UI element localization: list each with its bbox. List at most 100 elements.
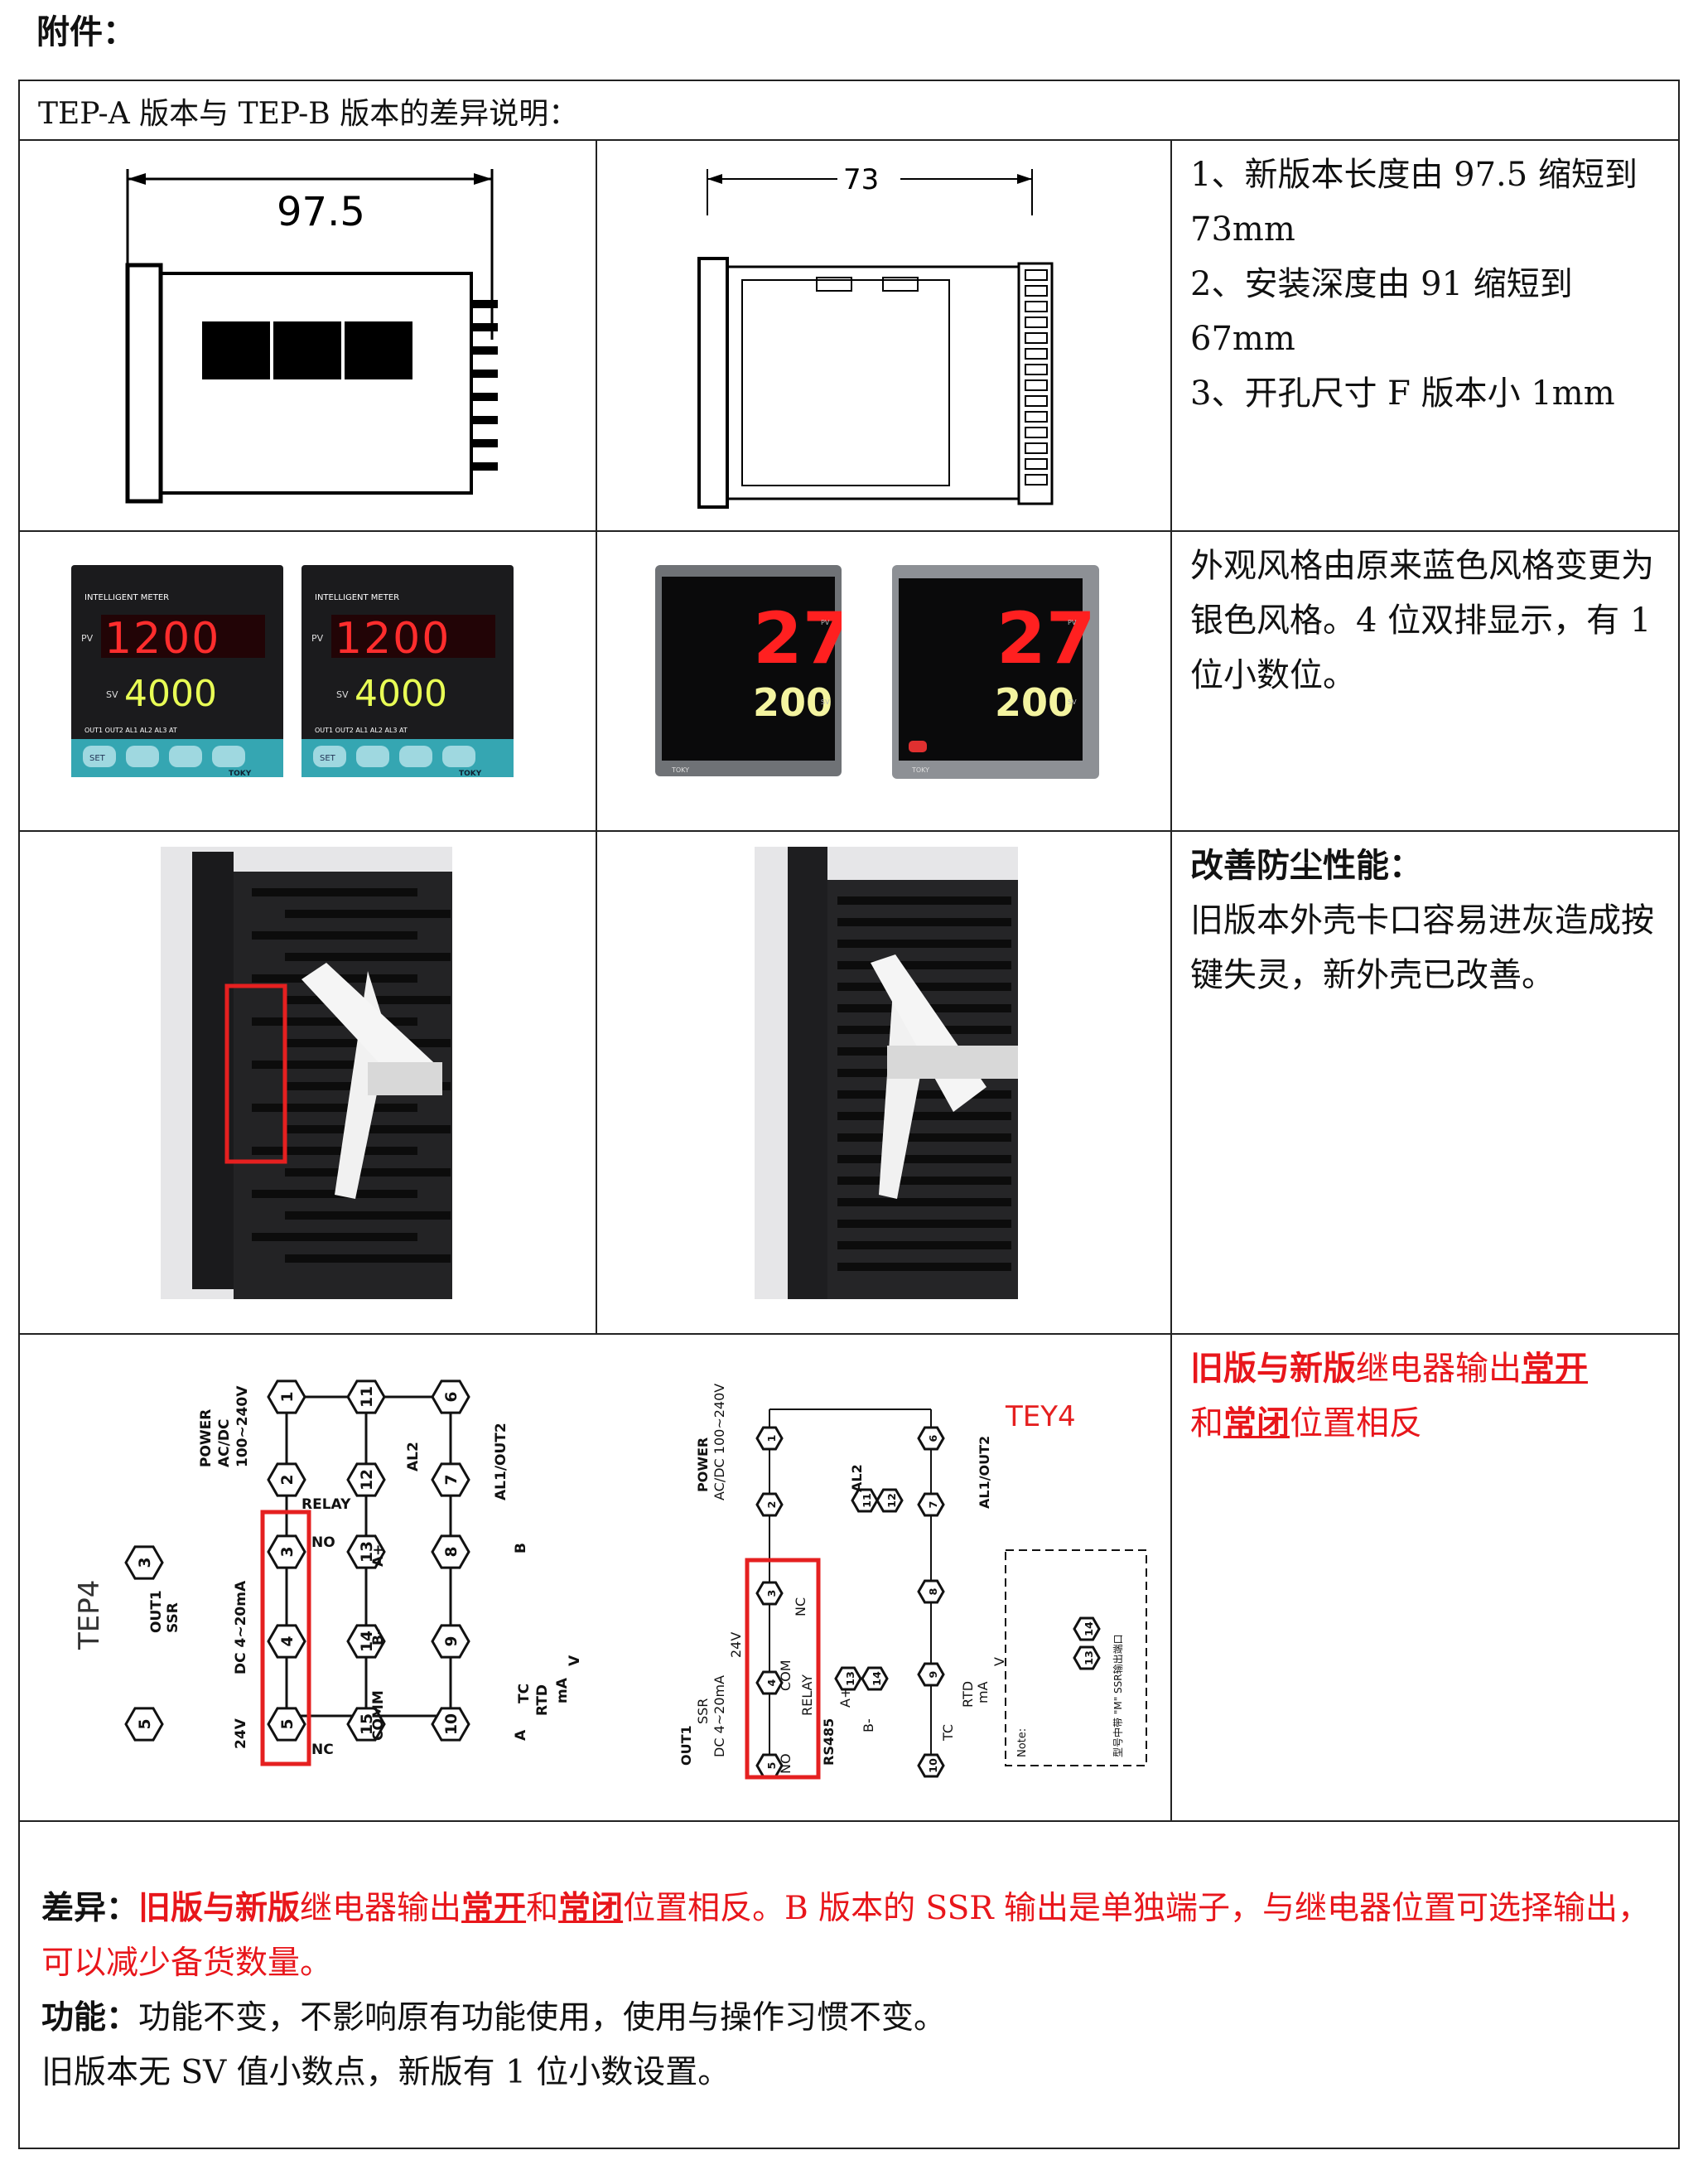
terminal-hexagon: 3 [267,1534,306,1569]
brand-label: TOKY [459,770,482,777]
difference-and: 和 [526,1890,559,1927]
meter-header: INTELLIGENT METER [84,593,169,602]
difference-label: 差异： [41,1890,139,1927]
sv-label: SV [336,689,349,700]
terminal-pin [1025,458,1048,470]
relay-label: RELAY [799,1674,815,1716]
terminal-pin [471,346,498,355]
terminal-hexagon: 5 [267,1707,306,1742]
svg-text:13: 13 [845,1671,857,1686]
svg-text:4: 4 [766,1679,779,1686]
terminal-hexagon: 13 [834,1666,862,1691]
vent-slot [252,1061,417,1069]
old-side-cell [18,830,597,1335]
svg-text:8: 8 [443,1546,461,1557]
new-dimension-drawing: 73 [697,166,1054,509]
vent-slot [837,1220,1011,1228]
note-text: 型号中带 "M" SSR输出端口 [1112,1634,1124,1757]
vent-slot [837,961,1011,969]
set-button-label: SET [89,754,106,763]
nc-label: NC [793,1597,808,1616]
terminal-hexagon: 1 [267,1379,306,1414]
svg-text:9: 9 [443,1636,461,1646]
v24-label: 24V [233,1718,249,1749]
svg-text:2: 2 [766,1501,779,1509]
summary-cell: 差异：旧版与新版继电器输出常开和常闭位置相反。B 版本的 SSR 输出是单独端子… [17,1820,1681,2149]
terminal-hexagon: 2 [755,1492,784,1517]
sv-label: SV [821,698,830,706]
svg-text:9: 9 [928,1670,940,1678]
svg-text:14: 14 [871,1671,884,1686]
old-length-label: 97.5 [277,189,365,235]
svg-text:8: 8 [928,1587,940,1595]
sv-display: 200 [753,680,832,725]
svg-text:4: 4 [279,1636,297,1646]
b-minus-label: B- [370,1629,387,1645]
svg-text:6: 6 [928,1434,940,1442]
difference-relay: 继电器输出 [300,1890,462,1927]
vent-slot [252,1104,417,1112]
vent-slot [252,931,417,940]
vent-slot [285,910,451,918]
set-button-label: SET [320,754,336,763]
function-paragraph: 功能：功能不变，不影响原有功能使用，使用与操作习惯不变。 [41,1991,1657,2046]
terminal-hexagon: 9 [431,1624,470,1659]
terminal-hexagon: 14 [346,1624,386,1659]
dimension-notes: 1、新版本长度由 97.5 缩短到 73mm 2、安装深度由 91 缩短到 67… [1170,139,1681,532]
tc-label: TC [516,1684,533,1703]
terminal-hexagon: 4 [267,1624,306,1659]
rtd-label: RTD [960,1681,976,1708]
pv-display: 1200 [104,614,220,664]
v-label: V [567,1655,583,1666]
dc-label: DC 4~20mA [233,1580,249,1674]
ma-label: mA [975,1681,991,1703]
vent-slot [837,1133,1011,1142]
terminal-pin [1025,316,1048,328]
difference-paragraph: 差异：旧版与新版继电器输出常开和常闭位置相反。B 版本的 SSR 输出是单独端子… [41,1882,1657,1991]
relay-note-no: 常开 [1522,1350,1588,1388]
svg-text:11: 11 [359,1386,376,1408]
pv-label: PV [821,619,830,626]
terminal-pin [471,300,498,308]
difference-red: 旧版与新版 [138,1890,301,1927]
svg-text:5: 5 [279,1718,297,1729]
vent-slot [285,953,451,961]
v24-label: 24V [728,1632,744,1658]
vent-slot [837,1263,1011,1271]
pv-label: PV [81,633,94,644]
terminal-hexagon: 12 [346,1462,386,1497]
terminal-hexagon: 10 [917,1753,945,1778]
comparison-table: TEP-A 版本与 TEP-B 版本的差异说明： 97.5 [17,80,1681,2149]
svg-text:10: 10 [928,1758,940,1773]
old-dimension-drawing: 97.5 [125,169,498,504]
title-cell: TEP-A 版本与 TEP-B 版本的差异说明： [17,80,1681,141]
note-item: 1、新版本长度由 97.5 缩短到 73mm [1190,156,1638,249]
al2-label: AL2 [405,1442,422,1471]
relay-label: RELAY [301,1496,351,1513]
ssr-label: SSR [165,1602,181,1633]
terminal-pin [471,462,498,471]
terminal-hexagon: 14 [861,1666,889,1691]
terminal-pin [471,439,498,447]
relay-note-opposite: 位置相反 [1290,1404,1422,1442]
svg-text:1: 1 [766,1435,779,1442]
terminal-hexagon: 7 [917,1492,945,1517]
sv-display: 4000 [124,673,217,715]
pv-display: 1200 [335,614,451,664]
vent-slot [285,1254,451,1263]
old-meter-photo-1: INTELLIGENT METER PV 1200 SV 4000 OUT1 O… [71,565,283,777]
ssr-label: SSR [695,1698,711,1724]
terminal-pin [1025,348,1048,360]
svg-text:3: 3 [766,1590,779,1597]
vent-slot [252,1233,417,1241]
terminal-pin [471,416,498,424]
svg-text:10: 10 [443,1713,461,1735]
dustproof-notes: 改善防尘性能： 旧版本外壳卡口容易进灰造成按键失灵，新外壳已改善。 [1170,830,1681,1335]
new-length-label: 73 [843,166,879,196]
svg-text:5: 5 [137,1718,154,1729]
vent-slot [837,1112,1011,1120]
relay-note-nc: 常闭 [1223,1404,1290,1442]
new-side-cell [596,830,1172,1335]
